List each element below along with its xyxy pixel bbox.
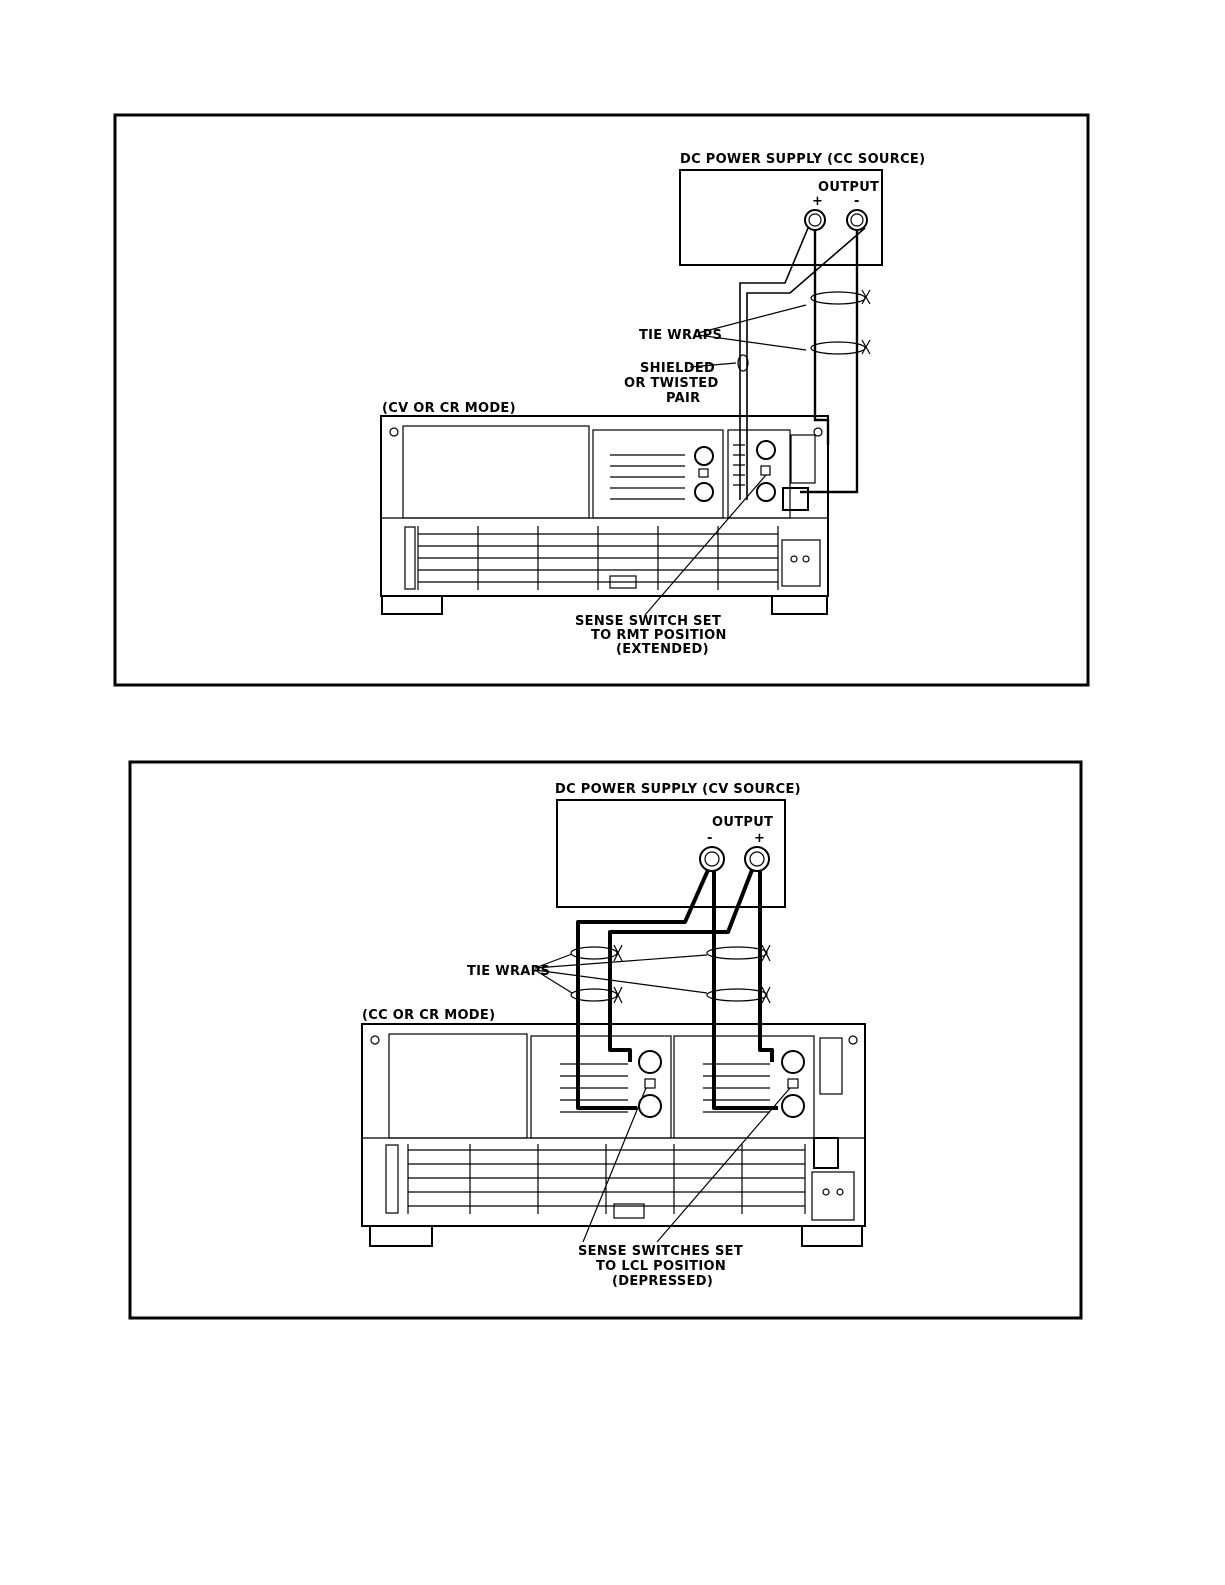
top-sense-leader — [645, 475, 766, 615]
bottom-supply-label: DC POWER SUPPLY (CV SOURCE) — [555, 782, 801, 797]
top-shielded-label-2: OR TWISTED — [624, 376, 719, 391]
bottom-output-label: OUTPUT — [712, 815, 773, 830]
figure-bottom-frame — [130, 762, 1081, 1318]
bottom-electronic-load — [362, 1024, 865, 1246]
figure-bottom: DC POWER SUPPLY (CV SOURCE) OUTPUT - + — [130, 762, 1081, 1318]
bottom-sense-label-2: TO LCL POSITION — [596, 1259, 726, 1274]
top-tie-wrap-upper — [811, 290, 870, 304]
top-sense-wire-a — [740, 228, 808, 500]
top-plus-sign: + — [812, 194, 823, 209]
top-terminal-minus — [847, 210, 867, 230]
top-supply-label: DC POWER SUPPLY (CC SOURCE) — [680, 152, 925, 167]
top-terminal-plus — [805, 210, 825, 230]
bottom-minus-sign: - — [707, 831, 713, 846]
top-shielded-label-3: PAIR — [666, 391, 700, 406]
bottom-terminal-plus — [745, 847, 769, 871]
top-tie-wrap-lower — [811, 340, 870, 354]
bottom-wire-plus-a — [610, 870, 752, 1062]
figure-top-frame — [115, 115, 1088, 685]
top-sense-label-2: TO RMT POSITION — [591, 628, 727, 643]
bottom-wire-plus-b — [760, 870, 772, 1062]
bottom-plus-sign: + — [754, 831, 765, 846]
top-electronic-load — [381, 416, 828, 614]
top-sense-label-1: SENSE SWITCH SET — [575, 614, 721, 629]
bottom-sense-leaders — [583, 1088, 790, 1242]
top-sense-label-3: (EXTENDED) — [616, 642, 709, 657]
top-mode-label: (CV OR CR MODE) — [382, 401, 516, 416]
top-shielded-label-1: SHIELDED — [640, 361, 715, 376]
top-minus-sign: - — [854, 194, 860, 209]
figure-top: DC POWER SUPPLY (CC SOURCE) OUTPUT + - T — [115, 115, 1088, 685]
bottom-sense-label-1: SENSE SWITCHES SET — [578, 1244, 743, 1259]
top-output-label: OUTPUT — [818, 180, 879, 195]
bottom-sense-label-3: (DEPRESSED) — [612, 1274, 713, 1289]
bottom-mode-label: (CC OR CR MODE) — [362, 1008, 495, 1023]
bottom-terminal-minus — [700, 847, 724, 871]
